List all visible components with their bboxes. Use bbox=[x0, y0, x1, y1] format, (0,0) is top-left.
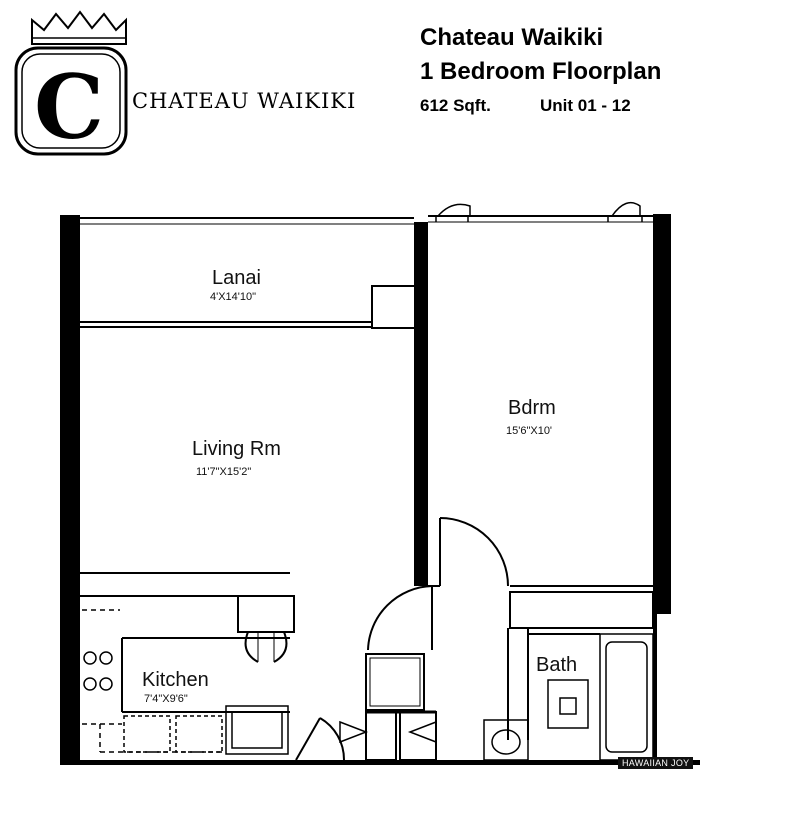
logo-wordmark: CHATEAU WAIKIKI bbox=[132, 89, 356, 113]
bedroom-dimensions: 15'6"X10' bbox=[506, 425, 552, 437]
toilet bbox=[483, 719, 529, 761]
living-room-dimensions: 11'7"X15'2" bbox=[196, 466, 251, 478]
stove-burner-icon bbox=[83, 677, 97, 691]
walls bbox=[60, 214, 700, 765]
bedroom-label: Bdrm bbox=[508, 397, 556, 419]
lanai-dimensions: 4'X14'10" bbox=[210, 291, 256, 303]
watermark: HAWAIIAN JOY bbox=[618, 757, 694, 769]
stove-burner-icon bbox=[99, 651, 113, 665]
chateau-logo: C CHATEAU WAIKIKI bbox=[14, 10, 356, 159]
floorplan-title: 1 Bedroom Floorplan bbox=[420, 58, 662, 85]
bath-fixtures bbox=[483, 633, 654, 761]
kitchen-label: Kitchen bbox=[142, 669, 209, 691]
bathtub bbox=[599, 633, 654, 761]
window-swings bbox=[435, 201, 643, 222]
kitchen-fixtures bbox=[82, 609, 289, 755]
crown-icon bbox=[31, 10, 127, 45]
logo-frame bbox=[14, 46, 128, 156]
kitchen-sink bbox=[225, 705, 289, 755]
stove-burner-icon bbox=[83, 651, 97, 665]
area-label: 612 Sqft. bbox=[420, 96, 491, 115]
living-room-label: Living Rm bbox=[192, 438, 281, 460]
stove-burner-icon bbox=[99, 677, 113, 691]
unit-range-label: Unit 01 - 12 bbox=[540, 96, 631, 115]
doors bbox=[244, 517, 509, 761]
kitchen-dimensions: 7'4"X9'6" bbox=[144, 693, 188, 705]
logo-letter: C bbox=[34, 55, 104, 159]
building-name: Chateau Waikiki bbox=[420, 24, 604, 51]
bath-label: Bath bbox=[536, 654, 577, 676]
lanai-label: Lanai bbox=[212, 267, 261, 289]
